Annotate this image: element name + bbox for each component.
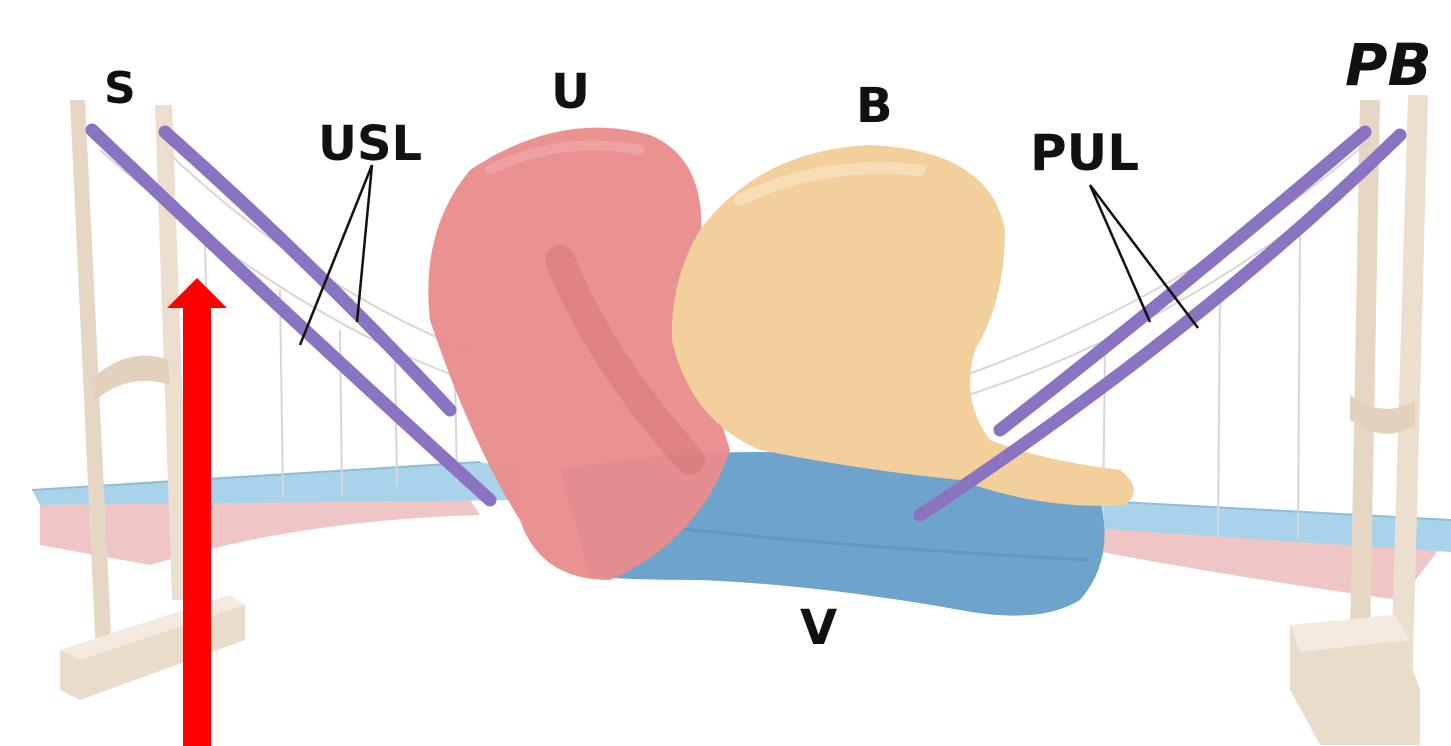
label-usl: USL — [318, 116, 422, 172]
label-pul: PUL — [1030, 124, 1139, 182]
label-v: V — [800, 600, 837, 656]
label-s: S — [104, 63, 136, 114]
right-pylon — [1290, 95, 1428, 745]
bladder-shape — [672, 145, 1134, 506]
label-pb: PB — [1345, 31, 1432, 99]
label-b: B — [856, 78, 893, 134]
label-u: U — [551, 64, 590, 120]
